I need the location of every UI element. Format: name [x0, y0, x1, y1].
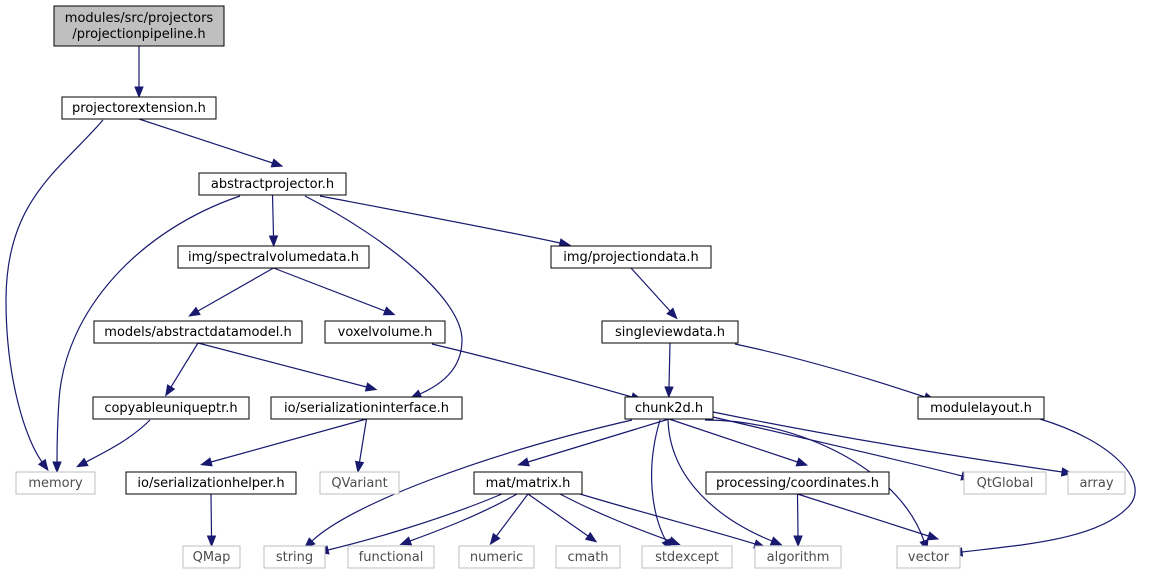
node-label: models/abstractdatamodel.h — [104, 325, 291, 340]
node-label: projectorextension.h — [72, 101, 206, 116]
node-label: stdexcept — [655, 550, 719, 565]
edge-chunk2d-to-qtglobal — [712, 416, 973, 481]
node-qmap: QMap — [182, 545, 241, 569]
edge-abstractprojector-to-spectralvolumedata — [268, 194, 279, 248]
node-voxelvolume[interactable]: voxelvolume.h — [324, 320, 446, 344]
node-label: memory — [28, 476, 83, 491]
edge-singleviewdata-to-chunk2d — [664, 342, 674, 399]
node-memory: memory — [15, 471, 96, 495]
node-copyableuniqueptr[interactable]: copyableuniqueptr.h — [92, 396, 250, 420]
edges — [5, 46, 1136, 557]
edge-coordinates-to-vector — [797, 493, 940, 541]
node-qtglobal: QtGlobal — [963, 471, 1047, 495]
edge-matrix-to-cmath — [527, 493, 598, 543]
edge-abstractprojector-to-projectiondata — [319, 195, 572, 248]
node-abstractprojector[interactable]: abstractprojector.h — [198, 172, 347, 196]
node-label: modules/src/projectors — [65, 11, 214, 26]
node-label: QMap — [193, 550, 231, 565]
node-projectiondata[interactable]: img/projectiondata.h — [550, 245, 712, 269]
node-label: QVariant — [331, 476, 387, 491]
edge-abstractprojector-to-memory — [52, 195, 241, 474]
node-label: voxelvolume.h — [338, 325, 433, 340]
node-label: cmath — [567, 550, 608, 565]
node-modulelayout[interactable]: modulelayout.h — [917, 396, 1045, 420]
node-spectralvolumedata[interactable]: img/spectralvolumedata.h — [177, 245, 370, 269]
node-label: QtGlobal — [977, 476, 1034, 491]
node-abstractdatamodel[interactable]: models/abstractdatamodel.h — [93, 320, 303, 344]
node-label: io/serializationhelper.h — [137, 476, 284, 491]
edge-matrix-to-functional — [399, 493, 518, 546]
edge-chunk2d-to-stdexcept — [651, 419, 672, 551]
edge-abstractprojector-to-serializationinterface — [304, 195, 463, 399]
node-label: functional — [359, 550, 424, 565]
node-vector: vector — [896, 545, 961, 569]
edge-projectorextension-to-memory — [5, 119, 104, 472]
edge-spectralvolumedata-to-voxelvolume — [273, 267, 396, 316]
node-label: img/projectiondata.h — [563, 250, 698, 265]
node-serializationinterface[interactable]: io/serializationinterface.h — [270, 396, 463, 420]
edge-copyableuniqueptr-to-memory — [75, 419, 151, 468]
edge-matrix-to-stdexcept — [559, 493, 681, 546]
node-label: numeric — [470, 550, 523, 565]
edge-projectiondata-to-singleviewdata — [630, 267, 678, 320]
node-label: array — [1079, 476, 1113, 491]
edge-serializationinterface-to-serializationhelper — [200, 418, 367, 467]
edge-serializationhelper-to-qmap — [206, 493, 217, 548]
node-label: processing/coordinates.h — [716, 476, 879, 491]
node-label: mat/matrix.h — [486, 476, 571, 491]
node-chunk2d[interactable]: chunk2d.h — [624, 396, 714, 420]
node-coordinates[interactable]: processing/coordinates.h — [705, 471, 890, 495]
node-label: vector — [908, 550, 950, 565]
edge-chunk2d-to-array — [712, 411, 1074, 477]
node-label: chunk2d.h — [635, 401, 703, 416]
node-qvariant: QVariant — [319, 471, 400, 495]
node-matrix[interactable]: mat/matrix.h — [473, 471, 583, 495]
node-root[interactable]: modules/src/projectors/projectionpipelin… — [53, 5, 225, 47]
node-numeric: numeric — [458, 545, 535, 569]
node-label: io/serializationinterface.h — [284, 401, 449, 416]
node-cmath: cmath — [555, 545, 621, 569]
edge-voxelvolume-to-chunk2d — [431, 343, 643, 402]
edge-coordinates-to-algorithm — [793, 493, 803, 548]
edge-root-to-projectorextension — [134, 46, 144, 99]
node-label: string — [276, 550, 313, 565]
node-array: array — [1067, 471, 1126, 495]
node-singleviewdata[interactable]: singleviewdata.h — [601, 320, 739, 344]
edge-serializationinterface-to-qvariant — [354, 418, 368, 474]
node-algorithm: algorithm — [754, 545, 842, 569]
node-label: /projectionpipeline.h — [72, 27, 205, 42]
node-label: modulelayout.h — [930, 401, 1032, 416]
node-functional: functional — [347, 545, 435, 569]
edge-chunk2d-to-algorithm — [667, 419, 783, 546]
edge-spectralvolumedata-to-abstractdatamodel — [188, 267, 274, 317]
edge-singleviewdata-to-modulelayout — [734, 343, 936, 402]
edge-chunk2d-to-matrix — [517, 418, 670, 467]
node-label: algorithm — [767, 550, 830, 565]
node-serializationhelper[interactable]: io/serializationhelper.h — [125, 471, 297, 495]
node-label: img/spectralvolumedata.h — [188, 250, 359, 265]
nodes: modules/src/projectors/projectionpipelin… — [15, 5, 1126, 569]
edge-projectorextension-to-abstractprojector — [138, 118, 284, 168]
node-stdexcept: stdexcept — [641, 545, 733, 569]
edge-abstractdatamodel-to-copyableuniqueptr — [165, 342, 199, 397]
node-label: singleviewdata.h — [615, 325, 725, 340]
node-label: copyableuniqueptr.h — [104, 401, 237, 416]
node-projectorextension[interactable]: projectorextension.h — [61, 96, 217, 120]
edge-abstractdatamodel-to-serializationinterface — [197, 342, 378, 392]
edge-chunk2d-to-coordinates — [668, 418, 809, 467]
node-label: abstractprojector.h — [211, 177, 334, 192]
node-string: string — [263, 545, 326, 569]
edge-matrix-to-numeric — [489, 493, 529, 546]
